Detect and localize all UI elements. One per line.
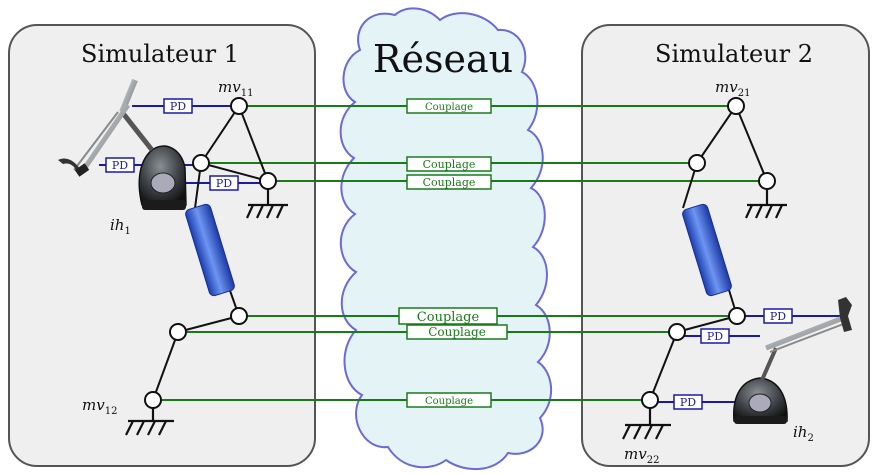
label-mv22-base: mv xyxy=(624,445,647,463)
coupling-label: Couplage xyxy=(425,396,473,407)
pd-boxes: PD PD PD PD PD PD xyxy=(105,98,793,410)
label-mv12-base: mv xyxy=(82,396,105,414)
surgical-tool-icon xyxy=(760,297,852,381)
label-mv21-base: mv xyxy=(715,78,738,96)
label-mv21-sub: 21 xyxy=(738,88,751,99)
label-mv22: mv22 xyxy=(624,445,659,466)
pd-box: PD xyxy=(209,175,239,191)
label-ih1-base: ih xyxy=(110,216,124,234)
network-title: Réseau xyxy=(373,37,513,81)
coupling-label: Couplage xyxy=(423,176,476,189)
right-blue-segment xyxy=(682,203,732,297)
pd-box: PD xyxy=(163,98,193,114)
surgical-tool-icon xyxy=(58,78,154,177)
coupling-box: Couplage xyxy=(406,156,492,172)
ground-symbol-icon xyxy=(125,400,174,436)
label-ih2-base: ih xyxy=(793,423,807,441)
pd-box: PD xyxy=(763,308,793,324)
pd-label: PD xyxy=(680,396,696,409)
label-ih1-sub: 1 xyxy=(124,226,130,237)
joints xyxy=(144,97,776,409)
network-cloud xyxy=(339,7,553,471)
coupling-label: Couplage xyxy=(423,158,476,171)
pd-label: PD xyxy=(112,159,128,172)
label-mv21: mv21 xyxy=(715,78,750,99)
label-mv12: mv12 xyxy=(82,396,117,417)
label-ih2: ih2 xyxy=(793,423,814,444)
label-mv11: mv11 xyxy=(218,78,253,99)
haptic-device-icon xyxy=(733,377,788,424)
pd-box: PD xyxy=(105,157,135,173)
pd-label: PD xyxy=(707,330,723,343)
haptic-device-icon xyxy=(138,145,187,210)
simulator-1-title: Simulateur 1 xyxy=(81,40,239,68)
coupling-label: Couplage xyxy=(428,325,486,339)
pd-label: PD xyxy=(170,100,186,113)
label-mv22-sub: 22 xyxy=(647,455,660,466)
coupling-boxes: Couplage Couplage Couplage Couplage Coup… xyxy=(398,98,508,408)
label-ih1: ih1 xyxy=(110,216,131,237)
pd-box: PD xyxy=(673,394,703,410)
coupling-box: Couplage xyxy=(406,174,492,190)
label-mv12-sub: 12 xyxy=(105,406,118,417)
left-blue-segment xyxy=(185,203,235,297)
label-mv11-sub: 11 xyxy=(241,88,254,99)
ground-symbol-icon xyxy=(622,400,671,440)
pd-box: PD xyxy=(700,328,730,344)
coupling-box: Couplage xyxy=(406,324,508,340)
simulator-1-panel xyxy=(8,24,316,467)
simulator-2-panel xyxy=(581,24,870,467)
coupling-box: Couplage xyxy=(398,307,498,325)
pd-label: PD xyxy=(770,310,786,323)
coupling-box: Couplage xyxy=(406,392,492,408)
pd-label: PD xyxy=(216,177,232,190)
label-ih2-sub: 2 xyxy=(807,433,813,444)
simulator-2-title: Simulateur 2 xyxy=(655,40,813,68)
coupling-label: Couplage xyxy=(425,102,473,113)
coupling-label: Couplage xyxy=(417,310,480,325)
coupling-box: Couplage xyxy=(406,98,492,114)
label-mv11-base: mv xyxy=(218,78,241,96)
